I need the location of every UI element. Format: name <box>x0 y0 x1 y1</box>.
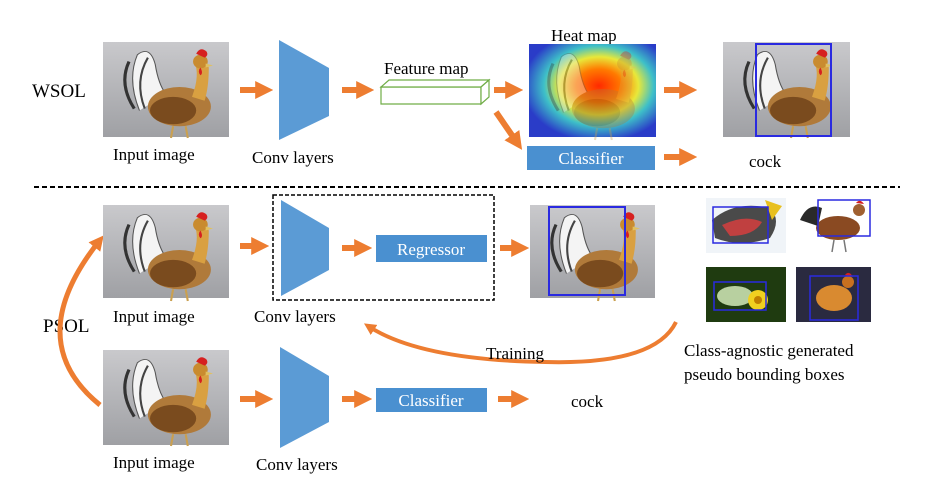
svg-text:Classifier: Classifier <box>398 391 463 410</box>
wsol-input-label: Input image <box>113 145 195 164</box>
wsol-arrow-feature-classifier <box>493 110 523 150</box>
wsol-feature-map-icon <box>379 78 491 106</box>
wsol-conv-layers-icon <box>279 40 329 140</box>
psol-bottom-input-image <box>103 350 229 448</box>
wsol-conv-label: Conv layers <box>252 148 334 167</box>
psol-trainable-region <box>272 194 495 301</box>
pseudo-box-thumbnail <box>706 267 786 322</box>
wsol-output-image <box>723 42 850 140</box>
wsol-output-label: cock <box>749 152 782 171</box>
psol-bottom-input-label: Input image <box>113 453 195 472</box>
psol-top-conv-layers-icon <box>281 200 329 296</box>
svg-text:Classifier: Classifier <box>558 149 623 168</box>
psol-row-label: PSOL <box>43 316 89 337</box>
pseudo-box-thumbnail <box>706 198 786 253</box>
wsol-feature-label: Feature map <box>384 59 469 78</box>
pseudo-boxes-caption-line1: Class-agnostic generated <box>684 341 854 360</box>
wsol-heatmap-label: Heat map <box>551 26 617 45</box>
psol-top-input-image <box>103 205 229 303</box>
pseudo-box-thumbnail <box>796 267 871 322</box>
wsol-row-label: WSOL <box>32 81 86 102</box>
psol-top-conv-label: Conv layers <box>254 307 336 326</box>
psol-regressor-button: Regressor <box>376 235 487 262</box>
pseudo-boxes-caption-line2: pseudo bounding boxes <box>684 365 845 384</box>
svg-text:Regressor: Regressor <box>397 240 465 259</box>
psol-input-link-arrow <box>57 235 104 407</box>
psol-bottom-conv-label: Conv layers <box>256 455 338 474</box>
wsol-classifier-button: Classifier <box>527 146 655 170</box>
wsol-input-image <box>103 42 229 140</box>
psol-top-input-label: Input image <box>113 307 195 326</box>
psol-training-label: Training <box>486 344 544 363</box>
pseudo-box-thumbnail <box>796 198 871 253</box>
psol-training-arrow <box>363 321 678 365</box>
psol-bottom-conv-layers-icon <box>280 347 329 448</box>
psol-box-output-image <box>530 205 655 303</box>
wsol-heatmap-image <box>529 44 656 142</box>
psol-output-label: cock <box>571 392 604 411</box>
psol-classifier-button: Classifier <box>376 388 487 412</box>
